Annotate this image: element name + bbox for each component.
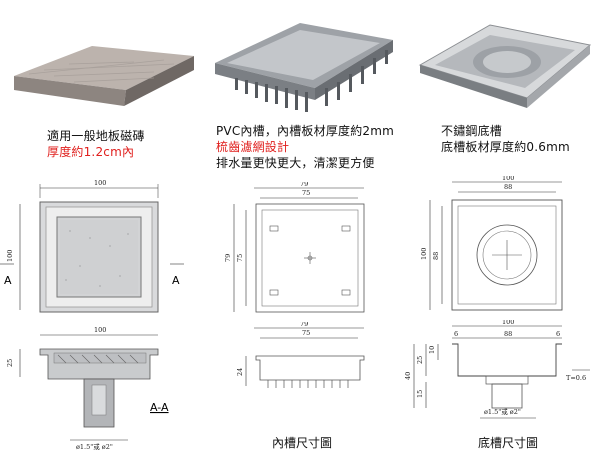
right-top-h-outer: 100: [420, 248, 428, 260]
steel-tray-photo: [418, 24, 592, 108]
right-top-inner: 88: [504, 183, 512, 191]
mid-bottom-inner: 75: [302, 329, 310, 337]
left-bottom-pipe: ø1.5"或 ø2": [76, 442, 113, 451]
mid-bottom-height: 24: [236, 368, 244, 376]
right-bottom-right: 6: [556, 330, 560, 338]
right-top-outer: 100: [502, 176, 514, 182]
steel-caption-line1: 不鏽鋼底槽: [441, 124, 503, 138]
steel-section-drawing: 100 6 88 6 40 25 10 15 T=0.6 ø1.5"或 ø2": [404, 320, 590, 419]
section-mark-left: A: [4, 274, 12, 287]
right-bottom-pipe: ø1.5"或 ø2": [484, 407, 521, 416]
steel-caption-line2: 底槽板材厚度約0.6mm: [441, 140, 570, 154]
steel-diagram-title: 底槽尺寸圖: [478, 436, 539, 450]
pvc-top-view-drawing: 79 75 79 75: [224, 182, 365, 313]
right-bottom-h15: 15: [416, 390, 424, 398]
tile-caption-line1: 適用一般地板磁磚: [47, 129, 145, 143]
drain-section-drawing: 100 25 ø1.5"或 ø2" A-A: [6, 326, 169, 451]
pvc-caption-line1: PVC內槽，內槽板材厚度約2mm: [216, 124, 395, 138]
pvc-section-drawing: 79 75 24: [236, 322, 365, 388]
pvc-caption-line3: 排水量更快更大，清潔更方便: [216, 156, 375, 170]
pvc-diagram-title: 內槽尺寸圖: [272, 436, 333, 450]
section-label: A-A: [150, 401, 169, 414]
mid-top-h-outer: 79: [224, 254, 232, 262]
right-bottom-inner: 88: [504, 330, 512, 338]
tile-caption-line2: 厚度約1.2cm內: [47, 145, 135, 159]
section-mark-right: A: [172, 274, 180, 287]
right-bottom-h25: 25: [416, 356, 424, 364]
right-bottom-h40: 40: [404, 372, 412, 380]
tile-photo: [14, 46, 194, 106]
left-bottom-height: 25: [6, 359, 14, 367]
steel-caption: 不鏽鋼底槽 底槽板材厚度約0.6mm: [441, 123, 570, 155]
tile-caption: 適用一般地板磁磚 厚度約1.2cm內: [47, 128, 145, 160]
mid-top-outer: 79: [300, 182, 308, 188]
left-top-width: 100: [94, 179, 106, 187]
right-bottom-thickness: T=0.6: [566, 374, 586, 382]
pvc-caption-line2: 梳齒濾網設計: [216, 140, 290, 154]
right-bottom-outer: 100: [502, 320, 514, 326]
right-bottom-h10: 10: [428, 346, 436, 354]
pvc-caption: PVC內槽，內槽板材厚度約2mm 梳齒濾網設計 排水量更快更大，清潔更方便: [216, 123, 394, 171]
drain-top-view-drawing: 100 100 A A: [0, 179, 184, 313]
left-bottom-width: 100: [94, 326, 106, 334]
pvc-basket-photo: [215, 23, 393, 112]
mid-top-h-inner: 75: [236, 254, 244, 262]
right-top-h-inner: 88: [432, 252, 440, 260]
left-top-height: 100: [6, 250, 14, 262]
steel-top-view-drawing: 100 88 100 88: [420, 176, 563, 311]
mid-top-inner: 75: [302, 189, 310, 197]
mid-bottom-outer: 79: [300, 322, 308, 328]
right-bottom-left: 6: [454, 330, 458, 338]
